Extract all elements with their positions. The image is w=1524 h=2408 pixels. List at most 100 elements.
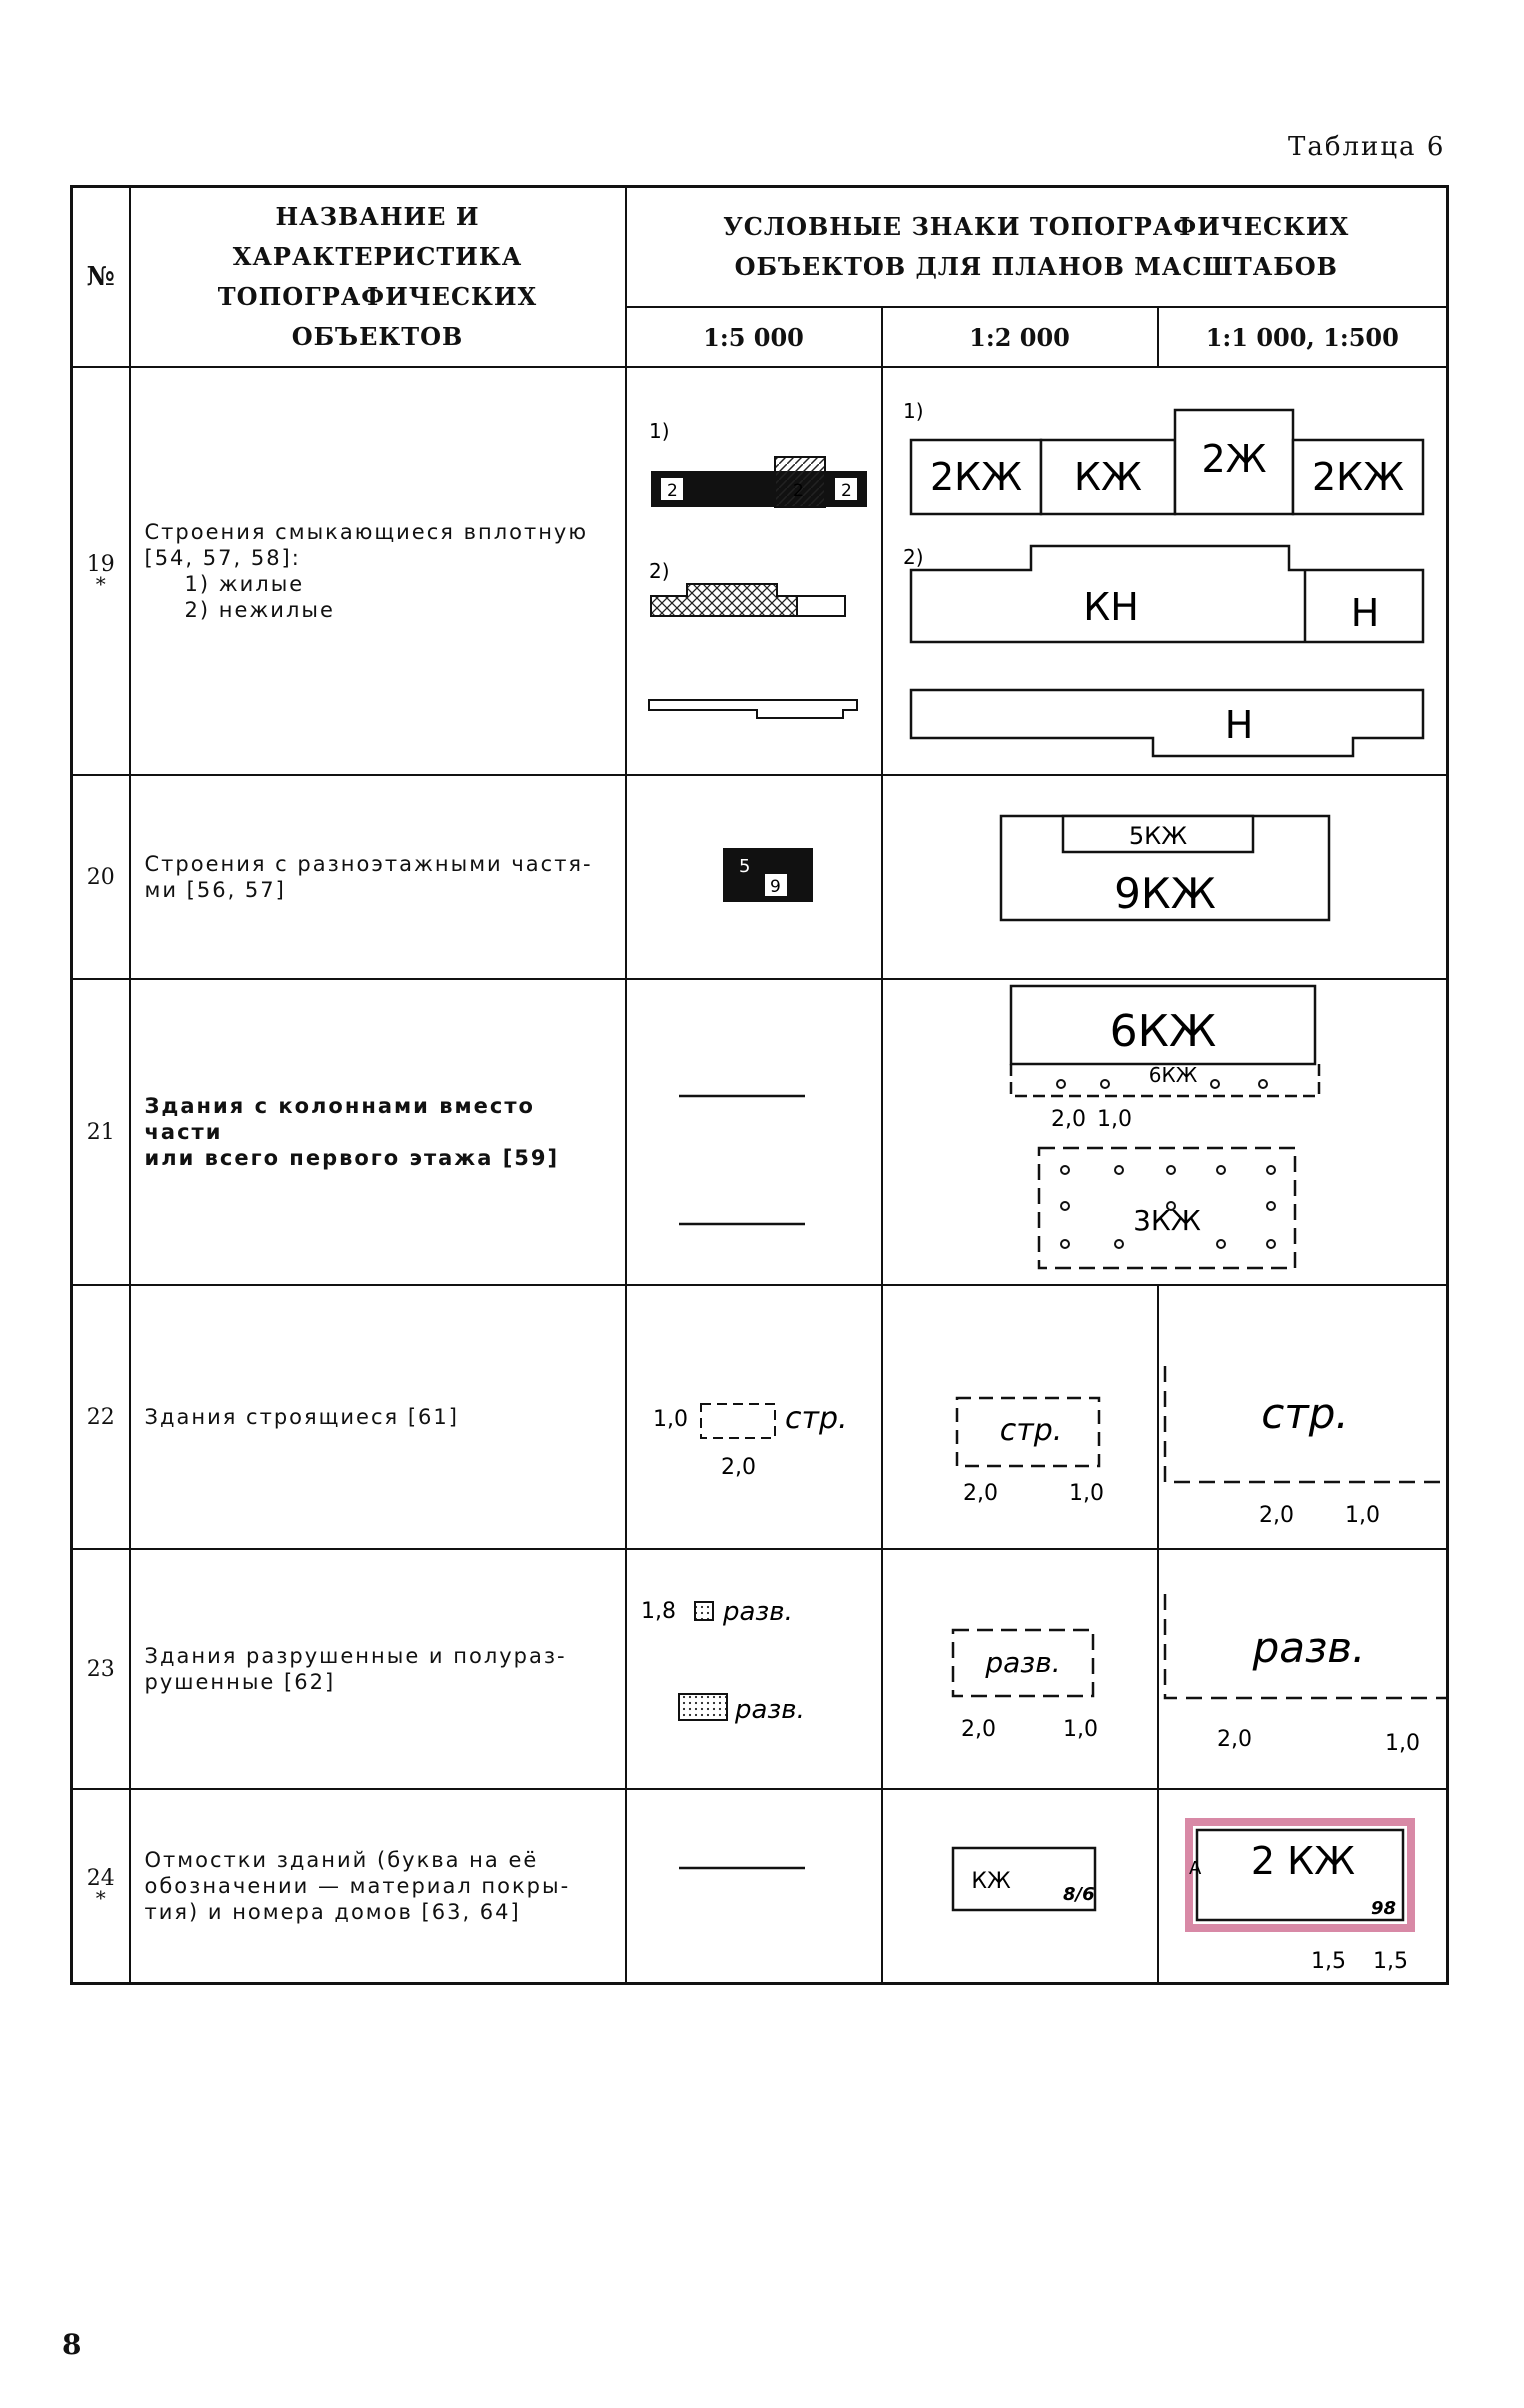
- colonnade-outline: [1009, 1064, 1320, 1098]
- construction-label: стр.: [785, 1401, 848, 1436]
- dim-label: 1,0: [1097, 1107, 1132, 1132]
- column-grid: [1059, 1165, 1276, 1249]
- symbol-20-scale-2000-1000: 5КЖ 9КЖ: [880, 774, 1449, 980]
- building-label: 2Ж: [1201, 437, 1266, 481]
- row-num: 23: [86, 1656, 115, 1682]
- building-label: КЖ: [1074, 455, 1142, 499]
- row-number-20: 20: [70, 774, 131, 980]
- building-label: 2КЖ: [929, 455, 1021, 499]
- blind-area-2000-symbol: КЖ 8/6: [951, 1846, 1096, 1912]
- building-label: 3КЖ: [1133, 1204, 1201, 1237]
- row-name-23: Здания разрушенные и полураз- рушенные […: [128, 1548, 627, 1790]
- dim-label: 2,0: [1051, 1107, 1086, 1132]
- dashed-building: [1163, 1594, 1449, 1700]
- building-label: КЖ: [971, 1869, 1011, 1894]
- building-label: КН: [1083, 585, 1139, 629]
- symbol-22-scale-5000: 1,0 стр. 2,0: [624, 1284, 883, 1550]
- row-number-22: 22: [70, 1284, 131, 1550]
- name-line: Строения с разноэтажными частя-: [144, 852, 593, 876]
- dashed-building: [699, 1403, 776, 1439]
- building-6kzh: [1009, 984, 1316, 1066]
- symbol-22-scale-2000: стр. 2,0 1,0: [880, 1284, 1159, 1550]
- dim-label: 1,0: [653, 1407, 688, 1432]
- row-name-24: Отмостки зданий (буква на её обозначении…: [128, 1788, 627, 1984]
- dim-label: 2,0: [721, 1455, 756, 1480]
- adjoined-buildings-large-symbols: 1) 2КЖ КЖ 2Ж 2КЖ 2) КН Н Н: [903, 399, 1424, 758]
- floor-box: [660, 478, 683, 500]
- name-line: обозначении — материал покры-: [144, 1873, 571, 1898]
- table-row: 24 * Отмостки зданий (буква на её обозна…: [70, 1788, 1449, 1984]
- building-5kzh: [1061, 814, 1254, 854]
- floor-digit: 9: [770, 877, 781, 897]
- symbol-19-scale-5000: 1) 2 2 2 2): [624, 366, 883, 776]
- dim-label: 1,0: [1069, 1481, 1104, 1506]
- row-num: 24: [86, 1866, 115, 1892]
- ruined-2000-symbol: разв. 2,0 1,0: [951, 1628, 1098, 1742]
- dim-label: 2,0: [1259, 1503, 1294, 1528]
- floor-digit: 2: [841, 481, 852, 501]
- symbol-19-scale-2000-1000: 1) 2КЖ КЖ 2Ж 2КЖ 2) КН Н Н: [880, 366, 1449, 776]
- marker-2: 2): [649, 559, 670, 583]
- column-buildings-large-symbol: 6КЖ 6КЖ 2,0 1,0 3КЖ: [1009, 984, 1320, 1270]
- ruined-1000-symbol: разв. 2,0 1,0: [1163, 1594, 1449, 1756]
- name-line: или всего первого этажа [59]: [144, 1146, 560, 1170]
- building-2kzh: [909, 438, 1042, 516]
- table-row: 23 Здания разрушенные и полураз- рушенны…: [70, 1548, 1449, 1790]
- building-label: 6КЖ: [1148, 1063, 1197, 1087]
- dim-label: 1,0: [1385, 1731, 1420, 1756]
- nonresidential-hatched: [649, 583, 798, 617]
- construction-label: стр.: [1261, 1389, 1349, 1438]
- building-label: Н: [1350, 591, 1379, 635]
- name-line: тия) и номера домов [63, 64]: [144, 1899, 521, 1924]
- dim-label: 1,5: [1373, 1949, 1408, 1974]
- building-kn: [909, 544, 1424, 644]
- row-num: 22: [86, 1404, 115, 1430]
- ruined-label: разв.: [1251, 1623, 1365, 1672]
- name-line: [54, 57, 58]:: [144, 546, 301, 570]
- under-construction-2000-symbol: стр. 2,0 1,0: [955, 1396, 1104, 1506]
- row-star: *: [95, 571, 106, 596]
- symbol-23-scale-5000: 1,8 разв. разв.: [624, 1548, 883, 1790]
- dim-label: 2,0: [1217, 1727, 1252, 1752]
- building-label: 5КЖ: [1128, 822, 1186, 850]
- ruined-5000-symbol: 1,8 разв. разв.: [641, 1597, 805, 1725]
- blind-area-1000-symbol: А 2 КЖ 98 1,5 1,5: [1184, 1818, 1415, 1974]
- dashed-building: [955, 1396, 1100, 1468]
- floor-box: [764, 874, 787, 896]
- house-number: 8/6: [1063, 1884, 1095, 1905]
- row-number-19: 19 *: [70, 366, 131, 776]
- row-name-19: Строения смыкающиеся вплотную [54, 57, 5…: [128, 366, 627, 776]
- column: [1209, 1079, 1220, 1089]
- header-name-line1: НАЗВАНИЕ И ХАРАКТЕРИСТИКА: [232, 202, 523, 271]
- header-scale-5000: 1:5 000: [624, 306, 883, 368]
- blind-area-5000-symbol: [678, 1866, 805, 1870]
- building-label: 6КЖ: [1109, 1006, 1216, 1057]
- dim-label: 1,0: [1063, 1717, 1098, 1742]
- colonnade-building: [1037, 1146, 1296, 1270]
- house-number: 98: [1371, 1898, 1396, 1919]
- building-kzh: [1039, 438, 1176, 516]
- name-line: рушенные [62]: [144, 1670, 336, 1694]
- row-name-22: Здания строящиеся [61]: [128, 1284, 627, 1550]
- material-letter: А: [1189, 1858, 1202, 1879]
- symbol-21-scale-2000-1000: 6КЖ 6КЖ 2,0 1,0 3КЖ: [880, 978, 1449, 1286]
- hatched-part: [773, 456, 826, 508]
- building-label: Н: [1224, 703, 1253, 747]
- under-construction-5000-symbol: 1,0 стр. 2,0: [653, 1401, 848, 1480]
- dim-label: 1,0: [1345, 1503, 1380, 1528]
- table-row: 20 Строения с разноэтажными частя- ми [5…: [70, 774, 1449, 980]
- row-name-20: Строения с разноэтажными частя- ми [56, …: [128, 774, 627, 980]
- header-scale-2000: 1:2 000: [880, 306, 1159, 368]
- header-signs-line2: ОБЪЕКТОВ ДЛЯ ПЛАНОВ МАСШТАБОВ: [734, 252, 1338, 281]
- table-caption: Таблица 6: [1288, 132, 1446, 162]
- ruined-label: разв.: [984, 1646, 1060, 1679]
- dim-label: 1,5: [1311, 1949, 1346, 1974]
- dim-label: 2,0: [961, 1717, 996, 1742]
- name-line: Здания с колоннами вместо части: [144, 1094, 535, 1144]
- dim-label: 2,0: [963, 1481, 998, 1506]
- marker-2: 2): [903, 545, 924, 569]
- marker-1: 1): [649, 419, 670, 443]
- multi-storey-large-symbol: 5КЖ 9КЖ: [999, 814, 1330, 922]
- under-construction-1000-symbol: стр. 2,0 1,0: [1163, 1366, 1449, 1528]
- floor-box: [834, 478, 857, 500]
